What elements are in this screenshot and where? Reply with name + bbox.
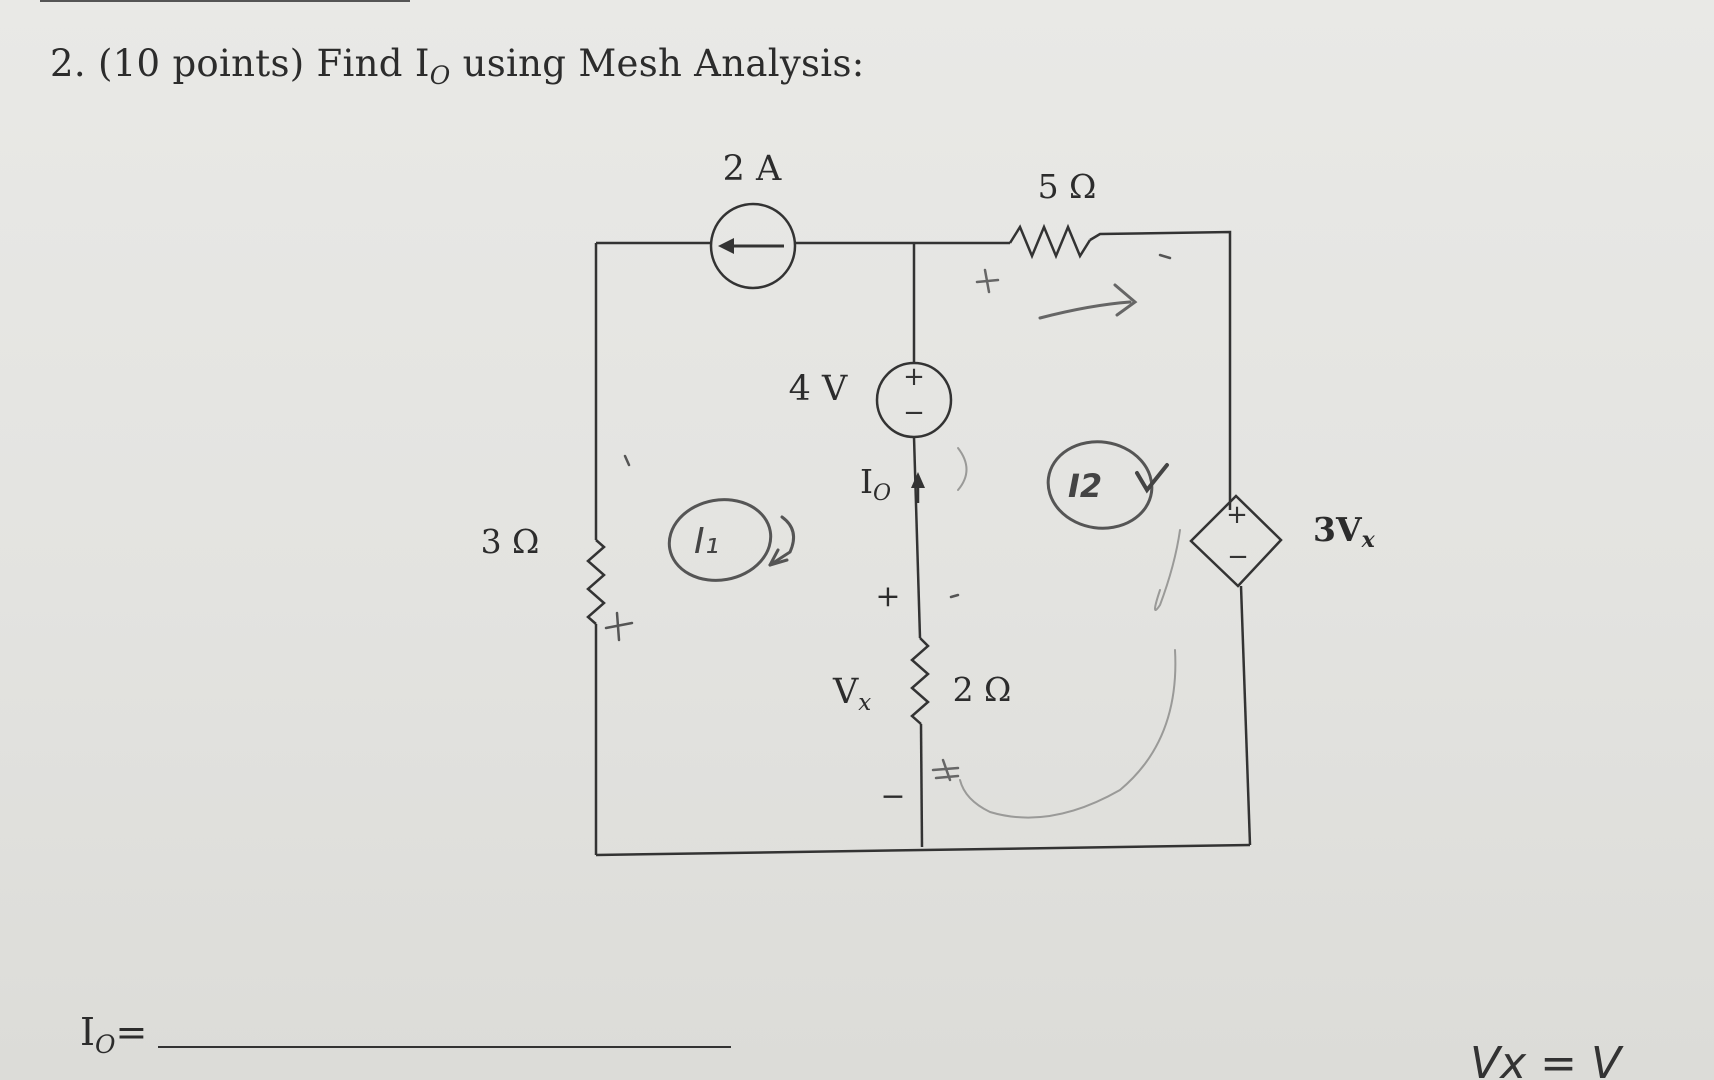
minus-mark-3-ohm-top xyxy=(623,454,631,467)
question-io-subscript: O xyxy=(429,61,451,90)
label-4v: 4 V xyxy=(789,369,848,409)
answer-equals: = xyxy=(115,1010,148,1054)
minus-mark-2-ohm-top xyxy=(949,593,960,599)
label-vx-plus: + xyxy=(875,579,900,614)
dependent-source-diamond xyxy=(1189,494,1283,588)
minus-mark-5-ohm xyxy=(1158,253,1172,260)
bottom-wire xyxy=(595,843,1251,857)
voltage-source-circle xyxy=(875,361,953,439)
label-vx-minus: − xyxy=(880,779,905,814)
handwritten-annotations xyxy=(604,253,1181,819)
plus-mark-2-ohm-bottom xyxy=(931,758,960,782)
middle-wire-lower xyxy=(912,436,922,639)
top-rule xyxy=(40,0,410,2)
pencil-loop xyxy=(959,529,1181,819)
answer-io-subscript: O xyxy=(95,1030,116,1059)
mesh2-circle xyxy=(1046,440,1154,530)
pencil-arc xyxy=(957,447,968,491)
mesh1-circle xyxy=(667,498,773,582)
plus-mark-3-ohm-bottom xyxy=(604,611,634,642)
voltage-source-plus: + xyxy=(903,362,925,392)
answer-io-letter: I xyxy=(80,1010,96,1054)
resistor-3-ohm xyxy=(586,539,606,625)
voltage-source-4v: + − xyxy=(875,361,953,439)
top-wire-right-b xyxy=(1089,230,1232,510)
label-2a: 2 A xyxy=(723,149,782,189)
label-5-ohm: 5 Ω xyxy=(1038,167,1097,206)
bottom-note: Vx = V xyxy=(1470,1038,1624,1080)
label-3-ohm: 3 Ω xyxy=(481,522,540,561)
io-arrow xyxy=(911,472,925,503)
mesh1-curve xyxy=(768,515,796,567)
question-prefix: Find I xyxy=(316,42,430,85)
question-suffix: using Mesh Analysis: xyxy=(450,42,865,85)
circuit-labels: 2 A 5 Ω 4 V 3 Ω 2 Ω IO Vx + − 3Vx xyxy=(481,149,1376,814)
middle-wire-bottom xyxy=(919,723,924,848)
resistor-5-ohm xyxy=(1008,223,1092,260)
answer-blank-line[interactable] xyxy=(158,1046,731,1048)
answer-field-label: IO= xyxy=(80,1010,148,1059)
label-vx: Vx xyxy=(832,672,871,716)
chevron-right-icon xyxy=(1113,283,1138,317)
current-source-circle xyxy=(709,202,797,290)
current-source-2a xyxy=(709,202,797,290)
label-3vx: 3Vx xyxy=(1313,510,1376,553)
dependent-source-3vx: + − xyxy=(1189,494,1283,588)
arrow-left-icon xyxy=(718,238,734,254)
resistor-2-ohm xyxy=(910,637,930,725)
mesh2-label: I2 xyxy=(1068,467,1102,505)
handwritten-text: I₁ I2 Vx = V xyxy=(694,467,1624,1080)
dependent-source-minus: − xyxy=(1227,542,1249,572)
question-number: 2. xyxy=(50,42,86,85)
arrow-up-icon xyxy=(911,472,925,488)
dependent-source-plus: + xyxy=(1226,500,1248,530)
question-points: (10 points) xyxy=(97,42,305,85)
mesh1-arrowhead xyxy=(768,548,789,567)
mesh2-arrow xyxy=(1135,463,1169,494)
right-wire-lower xyxy=(1239,585,1252,846)
mesh1-label: I₁ xyxy=(694,521,719,562)
label-io: IO xyxy=(860,462,891,506)
plus-mark-5-ohm xyxy=(975,268,1000,294)
question-text: 2. (10 points) Find IO using Mesh Analys… xyxy=(50,42,865,90)
circuit-wires xyxy=(586,223,1252,857)
current-arrow-5-ohm xyxy=(1038,300,1132,320)
label-2-ohm: 2 Ω xyxy=(953,670,1012,709)
voltage-source-minus: − xyxy=(903,398,925,428)
